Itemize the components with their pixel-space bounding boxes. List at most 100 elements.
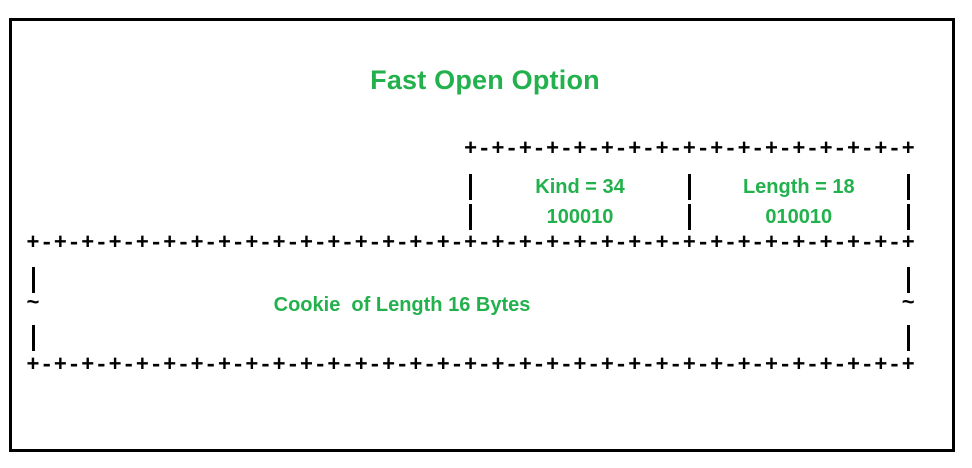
ascii-plus-glyph: + [792,353,806,378]
ascii-dash-glyph: - [559,353,573,378]
ascii-dash-glyph: - [751,231,765,256]
ascii-dash-glyph: - [778,353,792,378]
ascii-dash-glyph: - [340,231,355,256]
ascii-dash-glyph: - [450,353,464,378]
ascii-plus-glyph: + [135,231,149,256]
ascii-dash-glyph: - [669,353,683,378]
ascii-dash-glyph: - [395,231,409,256]
ascii-dash-glyph: - [778,137,792,162]
field-cookie-label: Cookie of Length 16 Bytes [273,294,531,316]
ascii-dash-glyph: - [122,231,136,256]
ascii-plus-glyph: + [819,137,833,162]
ascii-dash-glyph: - [887,353,902,378]
ascii-plus-glyph: + [327,231,341,256]
ascii-plus-glyph: + [737,353,751,378]
ascii-plus-glyph: + [600,137,614,162]
ascii-plus-glyph: + [81,231,95,256]
ascii-dash-glyph: - [614,137,628,162]
pipe-kind-right [687,174,691,200]
ascii-plus-glyph: + [190,353,204,378]
ascii-dash-glyph: - [887,137,902,162]
ascii-dash-glyph: - [559,231,573,256]
ascii-plus-glyph: + [737,231,751,256]
ascii-dash-glyph: - [532,231,546,256]
ascii-dash-glyph: - [149,353,163,378]
ascii-dash-glyph: - [477,231,491,256]
ascii-dash-glyph: - [94,353,108,378]
ascii-plus-glyph: + [463,231,478,256]
ascii-plus-glyph: + [272,353,286,378]
ascii-dash-glyph: - [751,353,765,378]
ascii-plus-glyph: + [491,231,505,256]
pipe-binary-right [906,204,910,230]
ascii-plus-glyph: + [819,231,833,256]
ascii-dash-glyph: - [313,231,327,256]
ascii-dash-glyph: - [559,137,573,162]
pipe-cookie-left-top [31,267,35,293]
pipe-cookie-right-top [906,267,910,293]
ascii-plus-glyph: + [600,353,614,378]
ascii-dash-glyph: - [833,231,847,256]
ascii-dash-glyph: - [94,231,108,256]
ascii-plus-glyph: + [901,231,915,256]
ascii-dash-glyph: - [258,353,273,378]
ascii-dash-glyph: - [805,353,820,378]
ascii-plus-glyph: + [546,231,560,256]
ascii-dash-glyph: - [723,231,738,256]
ascii-dash-glyph: - [641,137,655,162]
ascii-plus-glyph: + [26,231,40,256]
ascii-plus-glyph: + [546,137,560,162]
ascii-plus-glyph: + [135,353,149,378]
field-length-binary: 010010 [765,206,833,228]
ascii-dash-glyph: - [696,137,710,162]
ascii-plus-glyph: + [546,353,560,378]
ascii-plus-glyph: + [874,231,888,256]
ascii-dash-glyph: - [477,353,491,378]
ascii-plus-glyph: + [764,353,779,378]
ascii-plus-glyph: + [463,353,478,378]
ascii-dash-glyph: - [669,137,683,162]
ascii-dash-glyph: - [833,353,847,378]
ascii-plus-glyph: + [491,353,505,378]
ascii-dash-glyph: - [696,353,710,378]
ascii-plus-glyph: + [792,137,806,162]
ascii-dash-glyph: - [505,353,519,378]
ascii-plus-glyph: + [655,137,669,162]
ascii-plus-glyph: + [628,137,642,162]
ascii-plus-glyph: + [245,353,259,378]
ascii-dash-glyph: - [176,231,191,256]
ascii-dash-glyph: - [149,231,163,256]
ascii-plus-glyph: + [217,231,232,256]
pipe-cookie-right-bottom [906,325,910,351]
ascii-plus-glyph: + [409,231,423,256]
ascii-dash-glyph: - [422,353,437,378]
ascii-plus-glyph: + [874,137,888,162]
ascii-dash-glyph: - [422,231,437,256]
tilde-cookie-right: ~ [901,291,915,316]
ascii-plus-glyph: + [518,353,532,378]
ascii-plus-glyph: + [518,137,532,162]
pipe-cookie-left-bottom [31,325,35,351]
ascii-plus-glyph: + [491,137,505,162]
ascii-plus-glyph: + [682,353,696,378]
ascii-plus-glyph: + [573,353,587,378]
ascii-dash-glyph: - [532,137,546,162]
ascii-dash-glyph: - [723,137,738,162]
ascii-plus-glyph: + [901,137,915,162]
field-length-label: Length = 18 [742,176,855,198]
ascii-dash-glyph: - [614,231,628,256]
ascii-plus-glyph: + [792,231,806,256]
ascii-dash-glyph: - [40,231,54,256]
ascii-plus-glyph: + [108,231,122,256]
ascii-dash-glyph: - [587,353,601,378]
ascii-plus-glyph: + [573,137,587,162]
ascii-dash-glyph: - [40,353,54,378]
ascii-dash-glyph: - [805,231,820,256]
ascii-dash-glyph: - [477,137,491,162]
ascii-dash-glyph: - [286,231,300,256]
ascii-plus-glyph: + [163,231,177,256]
pipe-length-right [906,174,910,200]
ascii-dash-glyph: - [887,231,902,256]
ascii-plus-glyph: + [600,231,614,256]
